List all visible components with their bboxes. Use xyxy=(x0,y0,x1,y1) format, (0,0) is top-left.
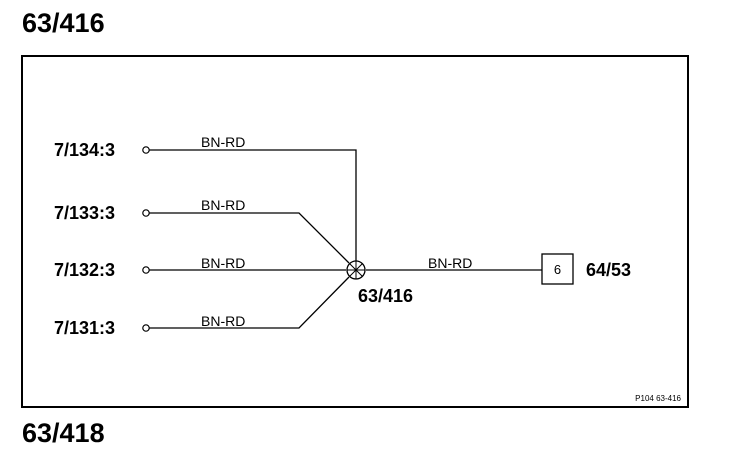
splice-label: 63/416 xyxy=(358,286,413,306)
wire-color-label: BN-RD xyxy=(201,197,245,213)
terminal-circle xyxy=(142,324,150,332)
terminal-circle xyxy=(142,146,150,154)
connector-label: 64/53 xyxy=(586,260,631,280)
wire-color-label: BN-RD xyxy=(201,134,245,150)
input-pin-label: 7/133:3 xyxy=(54,203,115,223)
reference-code: P104 63-416 xyxy=(635,394,681,403)
wire-1 xyxy=(149,149,357,261)
connector-box xyxy=(541,253,574,285)
diagram-frame xyxy=(21,55,689,408)
terminal-circle xyxy=(142,209,150,217)
wiring-diagram: 7/134:3 7/133:3 7/132:3 7/131:3 BN-RD BN… xyxy=(21,55,689,408)
input-pin-label: 7/131:3 xyxy=(54,318,115,338)
input-pin-label: 7/134:3 xyxy=(54,140,115,160)
splice-icon xyxy=(346,260,366,280)
input-pin-label: 7/132:3 xyxy=(54,260,115,280)
connector-pin-number: 6 xyxy=(554,262,561,277)
wire-4 xyxy=(149,276,350,329)
wire-color-label: BN-RD xyxy=(201,313,245,329)
next-page-title-partial: 63/418 xyxy=(22,418,105,448)
output-wire-color-label: BN-RD xyxy=(428,255,472,271)
wire-2 xyxy=(149,212,350,264)
wire-color-label: BN-RD xyxy=(201,255,245,271)
terminal-circle xyxy=(142,266,150,274)
page-title: 63/416 xyxy=(22,8,105,38)
